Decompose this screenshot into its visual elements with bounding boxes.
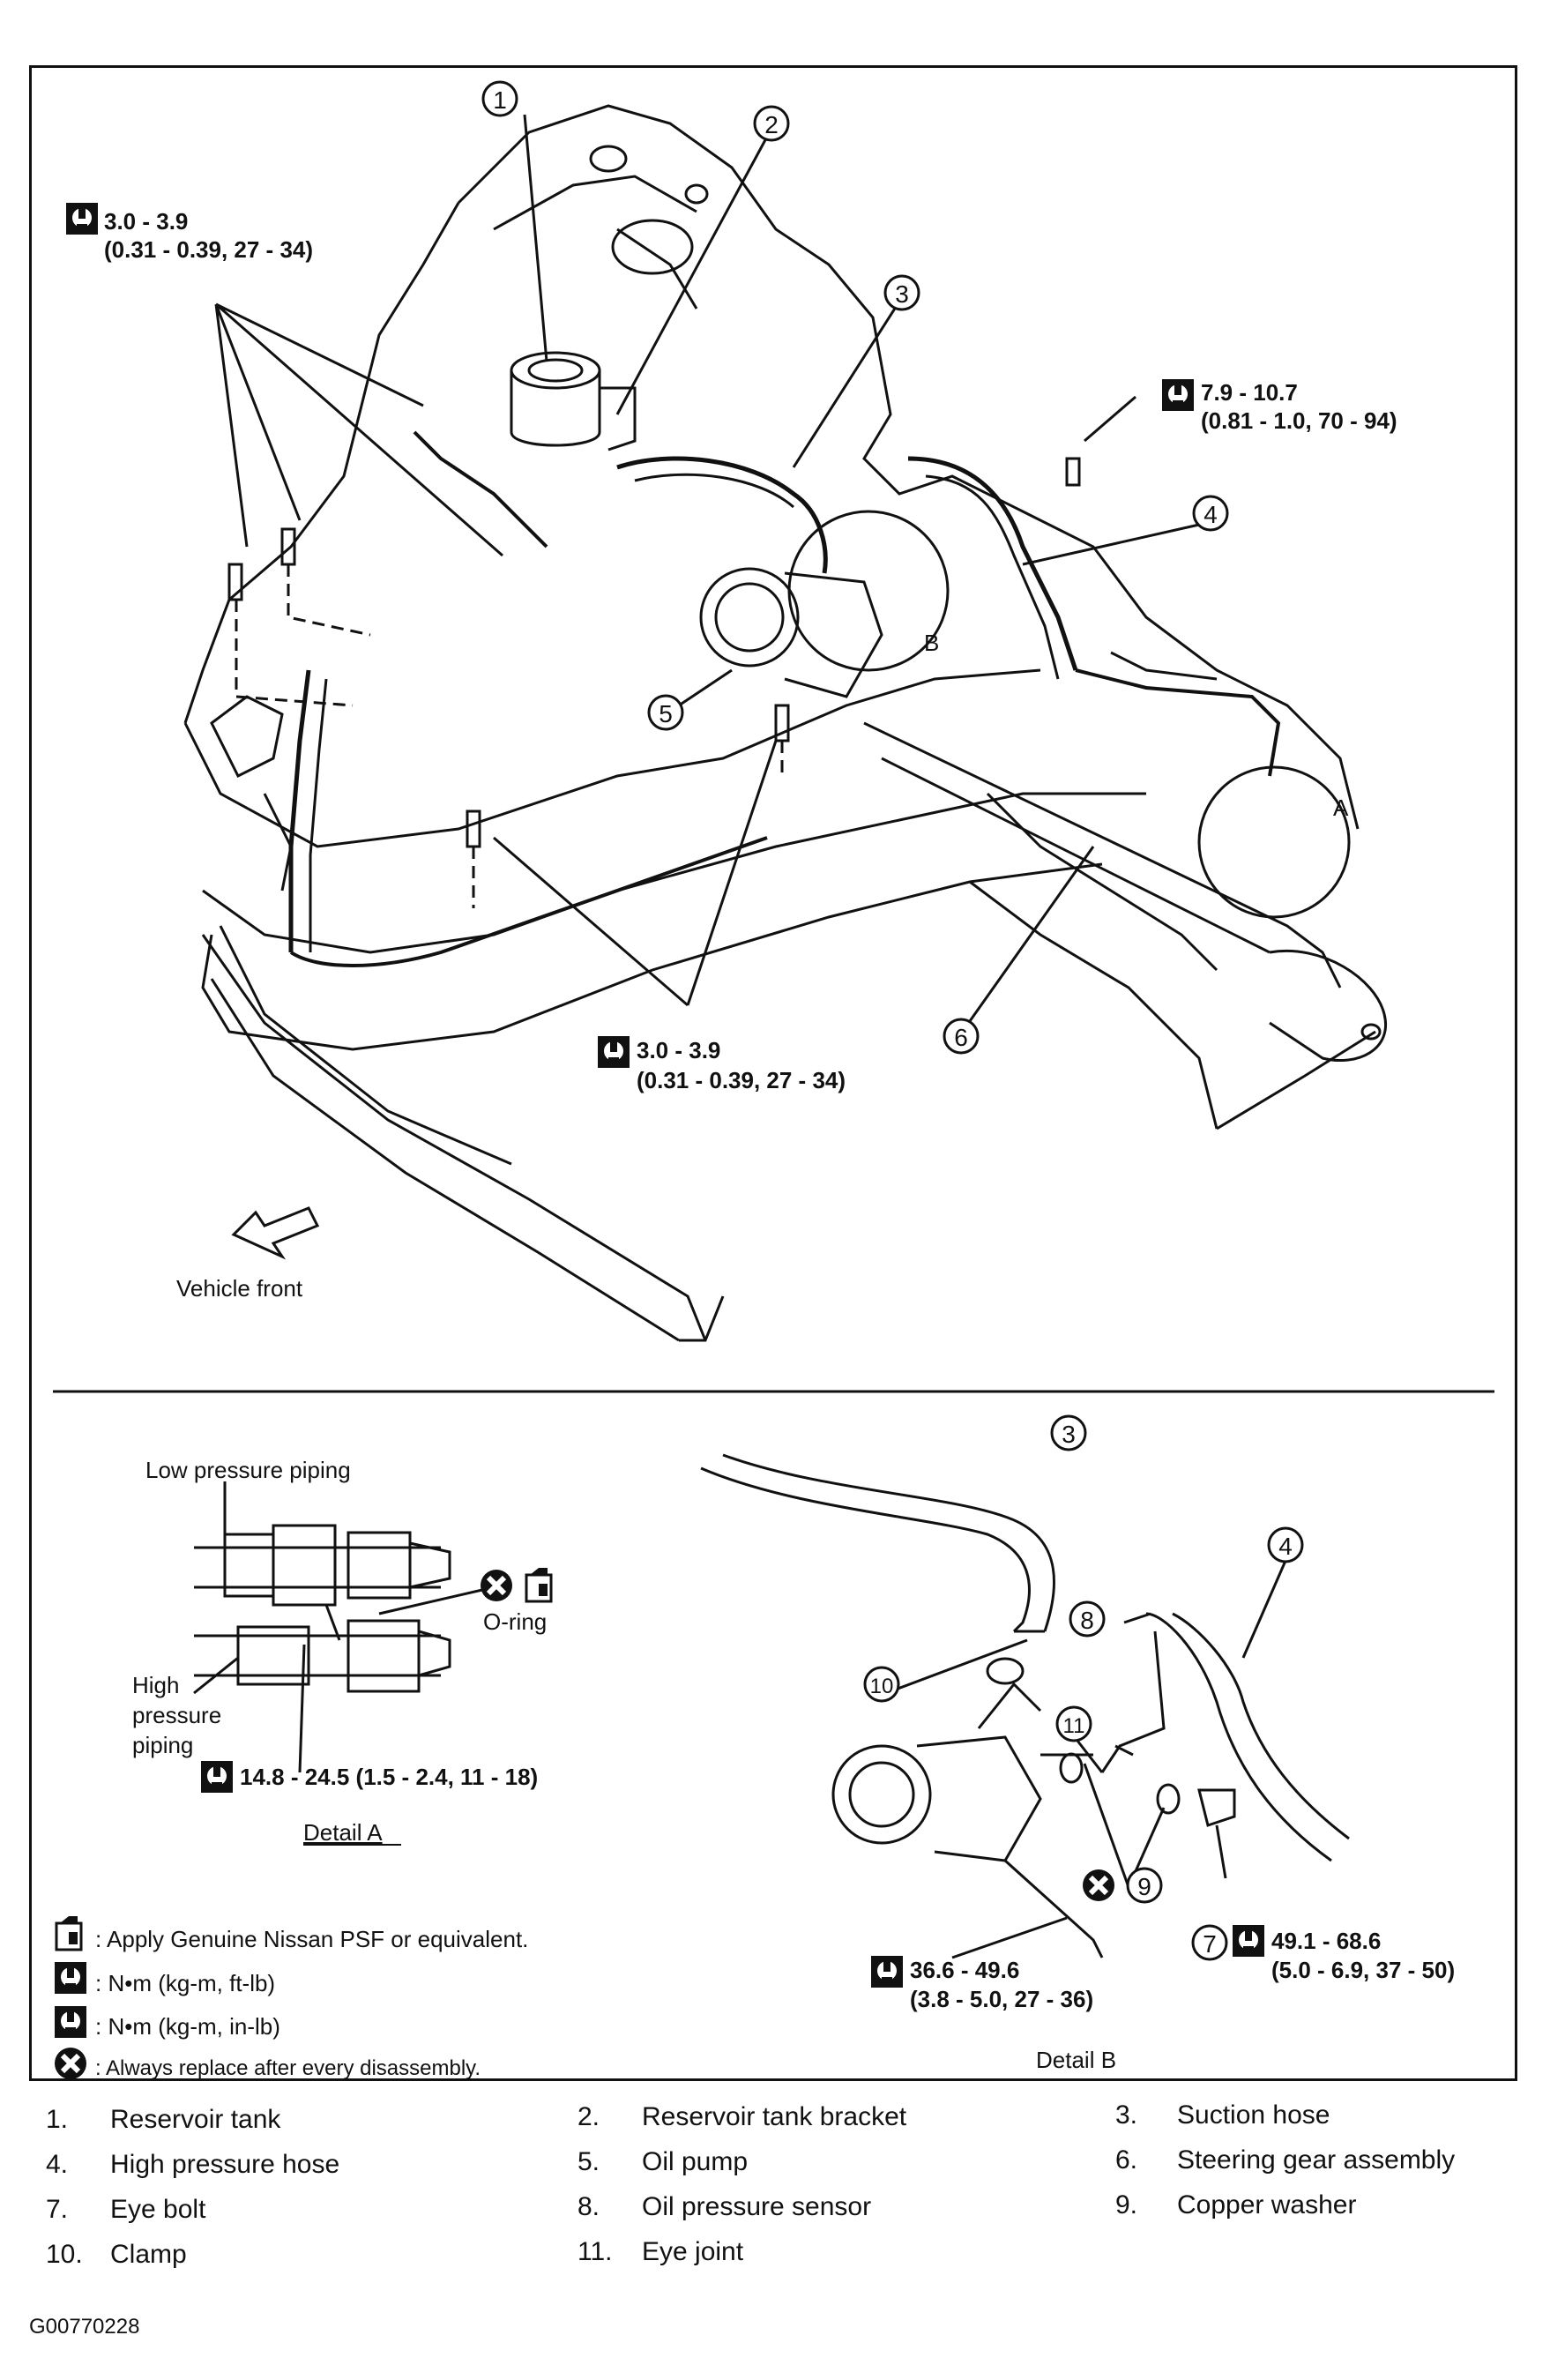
symbol-replace-text: : Always replace after every disassembly… — [95, 2056, 481, 2080]
torque-wrench-icon — [598, 1036, 630, 1068]
legend-number: 9. — [1115, 2190, 1138, 2220]
legend-number: 4. — [46, 2150, 69, 2179]
legend-number: 3. — [1115, 2100, 1138, 2130]
callout-9: 9 — [1137, 1873, 1151, 1900]
torque-spec-1: 3.0 - 3.9 — [104, 208, 188, 235]
psf-can-icon — [525, 1566, 553, 1603]
callout-6: 6 — [954, 1024, 968, 1051]
legend-item-name: Reservoir tank bracket — [642, 2102, 907, 2131]
low-pressure-label: Low pressure piping — [145, 1457, 351, 1483]
torque-spec-6-sub: (5.0 - 6.9, 37 - 50) — [1271, 1957, 1455, 1983]
legend-item-name: Steering gear assembly — [1177, 2145, 1456, 2175]
replace-x-icon — [481, 1570, 512, 1601]
legend-item-name: Reservoir tank — [110, 2105, 281, 2134]
torque-spec-2: 7.9 - 10.7 — [1201, 379, 1298, 406]
legend-item-name: Eye joint — [642, 2237, 744, 2266]
callout-4-detail: 4 — [1278, 1533, 1293, 1560]
legend-item-name: Eye bolt — [110, 2195, 206, 2224]
legend-number: 10. — [46, 2240, 83, 2269]
callout-circles — [481, 80, 1304, 1961]
legend-number: 1. — [46, 2105, 69, 2134]
torque-wrench-icon — [66, 203, 98, 235]
legend-item-name: Clamp — [110, 2240, 187, 2269]
replace-x-icon — [55, 2048, 86, 2079]
replace-x-icon — [1083, 1869, 1114, 1901]
legend-number: 6. — [1115, 2145, 1138, 2175]
vehicle-front-arrow-icon — [231, 1206, 320, 1260]
torque-wrench-icon — [1162, 379, 1194, 411]
detail-letter-b: B — [924, 630, 939, 656]
torque-wrench-icon — [201, 1761, 233, 1793]
symbol-inlb-text: : N•m (kg-m, in-lb) — [95, 2013, 280, 2040]
high-pressure-label-3: piping — [132, 1732, 193, 1758]
detail-b-drawing — [700, 1453, 1350, 1959]
diagram-frame — [29, 65, 1517, 2081]
callout-10: 10 — [870, 1675, 894, 1698]
detail-a-drawing — [193, 1481, 495, 1773]
legend-number: 11. — [578, 2237, 613, 2266]
torque-wrench-icon — [55, 2006, 86, 2038]
legend-item: 1. — [46, 2105, 68, 2135]
torque-spec-5-sub: (3.8 - 5.0, 27 - 36) — [910, 1986, 1093, 2012]
vehicle-body-outline — [183, 104, 1387, 1342]
torque-spec-3-sub: (0.31 - 0.39, 27 - 34) — [637, 1067, 846, 1093]
legend-number: 2. — [578, 2102, 600, 2131]
torque-wrench-icon — [871, 1956, 903, 1988]
legend-number: 8. — [578, 2192, 600, 2221]
high-pressure-label-1: High — [132, 1672, 179, 1698]
callout-7: 7 — [1203, 1930, 1217, 1958]
torque-spec-4: 14.8 - 24.5 (1.5 - 2.4, 11 - 18) — [240, 1764, 538, 1790]
symbol-psf-text: : Apply Genuine Nissan PSF or equivalent… — [95, 1926, 528, 1952]
detail-letter-a: A — [1333, 795, 1349, 821]
torque-wrench-icon — [1233, 1925, 1264, 1957]
callout-8: 8 — [1080, 1607, 1094, 1634]
o-ring-label: O-ring — [483, 1608, 547, 1635]
torque-spec-1-sub: (0.31 - 0.39, 27 - 34) — [104, 236, 313, 263]
callout-4: 4 — [1203, 501, 1218, 528]
callout-2: 2 — [764, 111, 779, 138]
torque-spec-6: 49.1 - 68.6 — [1271, 1928, 1381, 1954]
legend-item-name: High pressure hose — [110, 2150, 340, 2179]
callout-5: 5 — [659, 700, 673, 727]
detail-a-title: Detail A — [303, 1819, 383, 1846]
torque-wrench-icon — [55, 1962, 86, 1994]
callout-3: 3 — [895, 280, 909, 308]
figure-code: G00770228 — [29, 2315, 140, 2339]
legend-item-name: Copper washer — [1177, 2190, 1357, 2220]
vehicle-front-label: Vehicle front — [176, 1275, 303, 1302]
legend-item-name: Oil pump — [642, 2147, 749, 2176]
callout-3-detail: 3 — [1062, 1421, 1076, 1448]
callout-1: 1 — [493, 86, 507, 114]
high-pressure-label-2: pressure — [132, 1702, 221, 1728]
torque-spec-3: 3.0 - 3.9 — [637, 1037, 720, 1063]
legend-number: 7. — [46, 2195, 69, 2224]
psf-can-icon — [55, 1914, 83, 1951]
legend-item-name: Oil pressure sensor — [642, 2192, 872, 2221]
detail-b-title: Detail B — [1036, 2047, 1116, 2073]
callout-11: 11 — [1063, 1714, 1085, 1738]
legend-number: 5. — [578, 2147, 600, 2176]
symbol-ftlb-text: : N•m (kg-m, ft-lb) — [95, 1970, 275, 1996]
legend-item-name: Suction hose — [1177, 2100, 1330, 2130]
torque-spec-2-sub: (0.81 - 1.0, 70 - 94) — [1201, 407, 1397, 434]
torque-spec-5: 36.6 - 49.6 — [910, 1957, 1019, 1983]
